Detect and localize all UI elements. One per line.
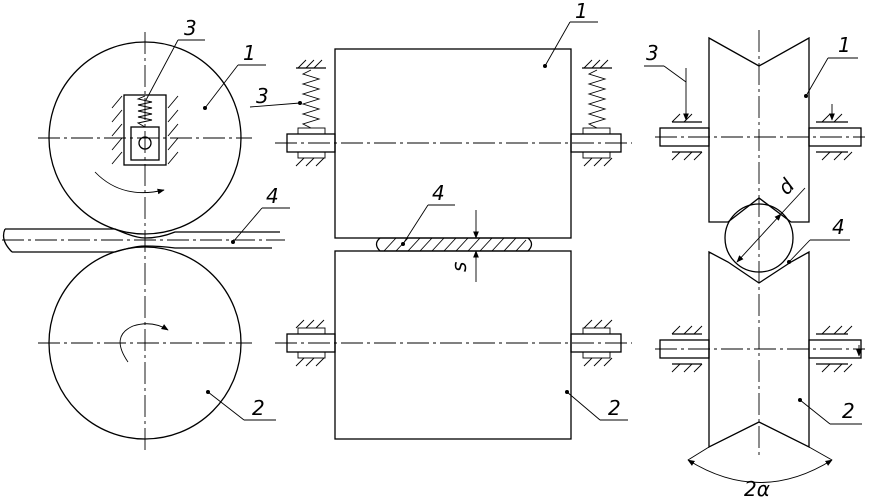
- label-left-1: 1: [243, 41, 256, 65]
- label-left-4: 4: [266, 184, 279, 208]
- strip-section: [375, 237, 533, 252]
- upper-grooved-roll: [708, 36, 810, 223]
- label-right-2: 2: [842, 399, 855, 423]
- upper-roll-body: [334, 48, 572, 239]
- middle-view: 1 3 4 s 2: [249, 0, 632, 440]
- right-view: 3 1 d 4 2 2α: [644, 30, 865, 501]
- label-right-4: 4: [832, 215, 845, 239]
- spring-right: [587, 69, 607, 129]
- label-left-3: 3: [184, 16, 197, 40]
- label-right-1: 1: [838, 33, 851, 57]
- label-right-angle: 2α: [744, 477, 770, 501]
- spring: [136, 95, 153, 128]
- left-view: 1 3 4 2: [2, 16, 290, 452]
- bearing-slot: [123, 94, 167, 166]
- label-mid-4: 4: [432, 181, 445, 205]
- lower-grooved-roll: [708, 250, 810, 449]
- label-mid-1: 1: [575, 0, 588, 23]
- lower-roll-body: [334, 250, 572, 440]
- label-mid-3: 3: [256, 84, 269, 108]
- label-right-d: d: [773, 174, 800, 200]
- spring-left: [301, 69, 321, 129]
- label-left-2: 2: [252, 396, 265, 420]
- label-mid-2: 2: [608, 396, 621, 420]
- label-right-3: 3: [646, 41, 659, 65]
- label-mid-s: s: [447, 262, 471, 272]
- strip-workpiece: [2, 228, 285, 253]
